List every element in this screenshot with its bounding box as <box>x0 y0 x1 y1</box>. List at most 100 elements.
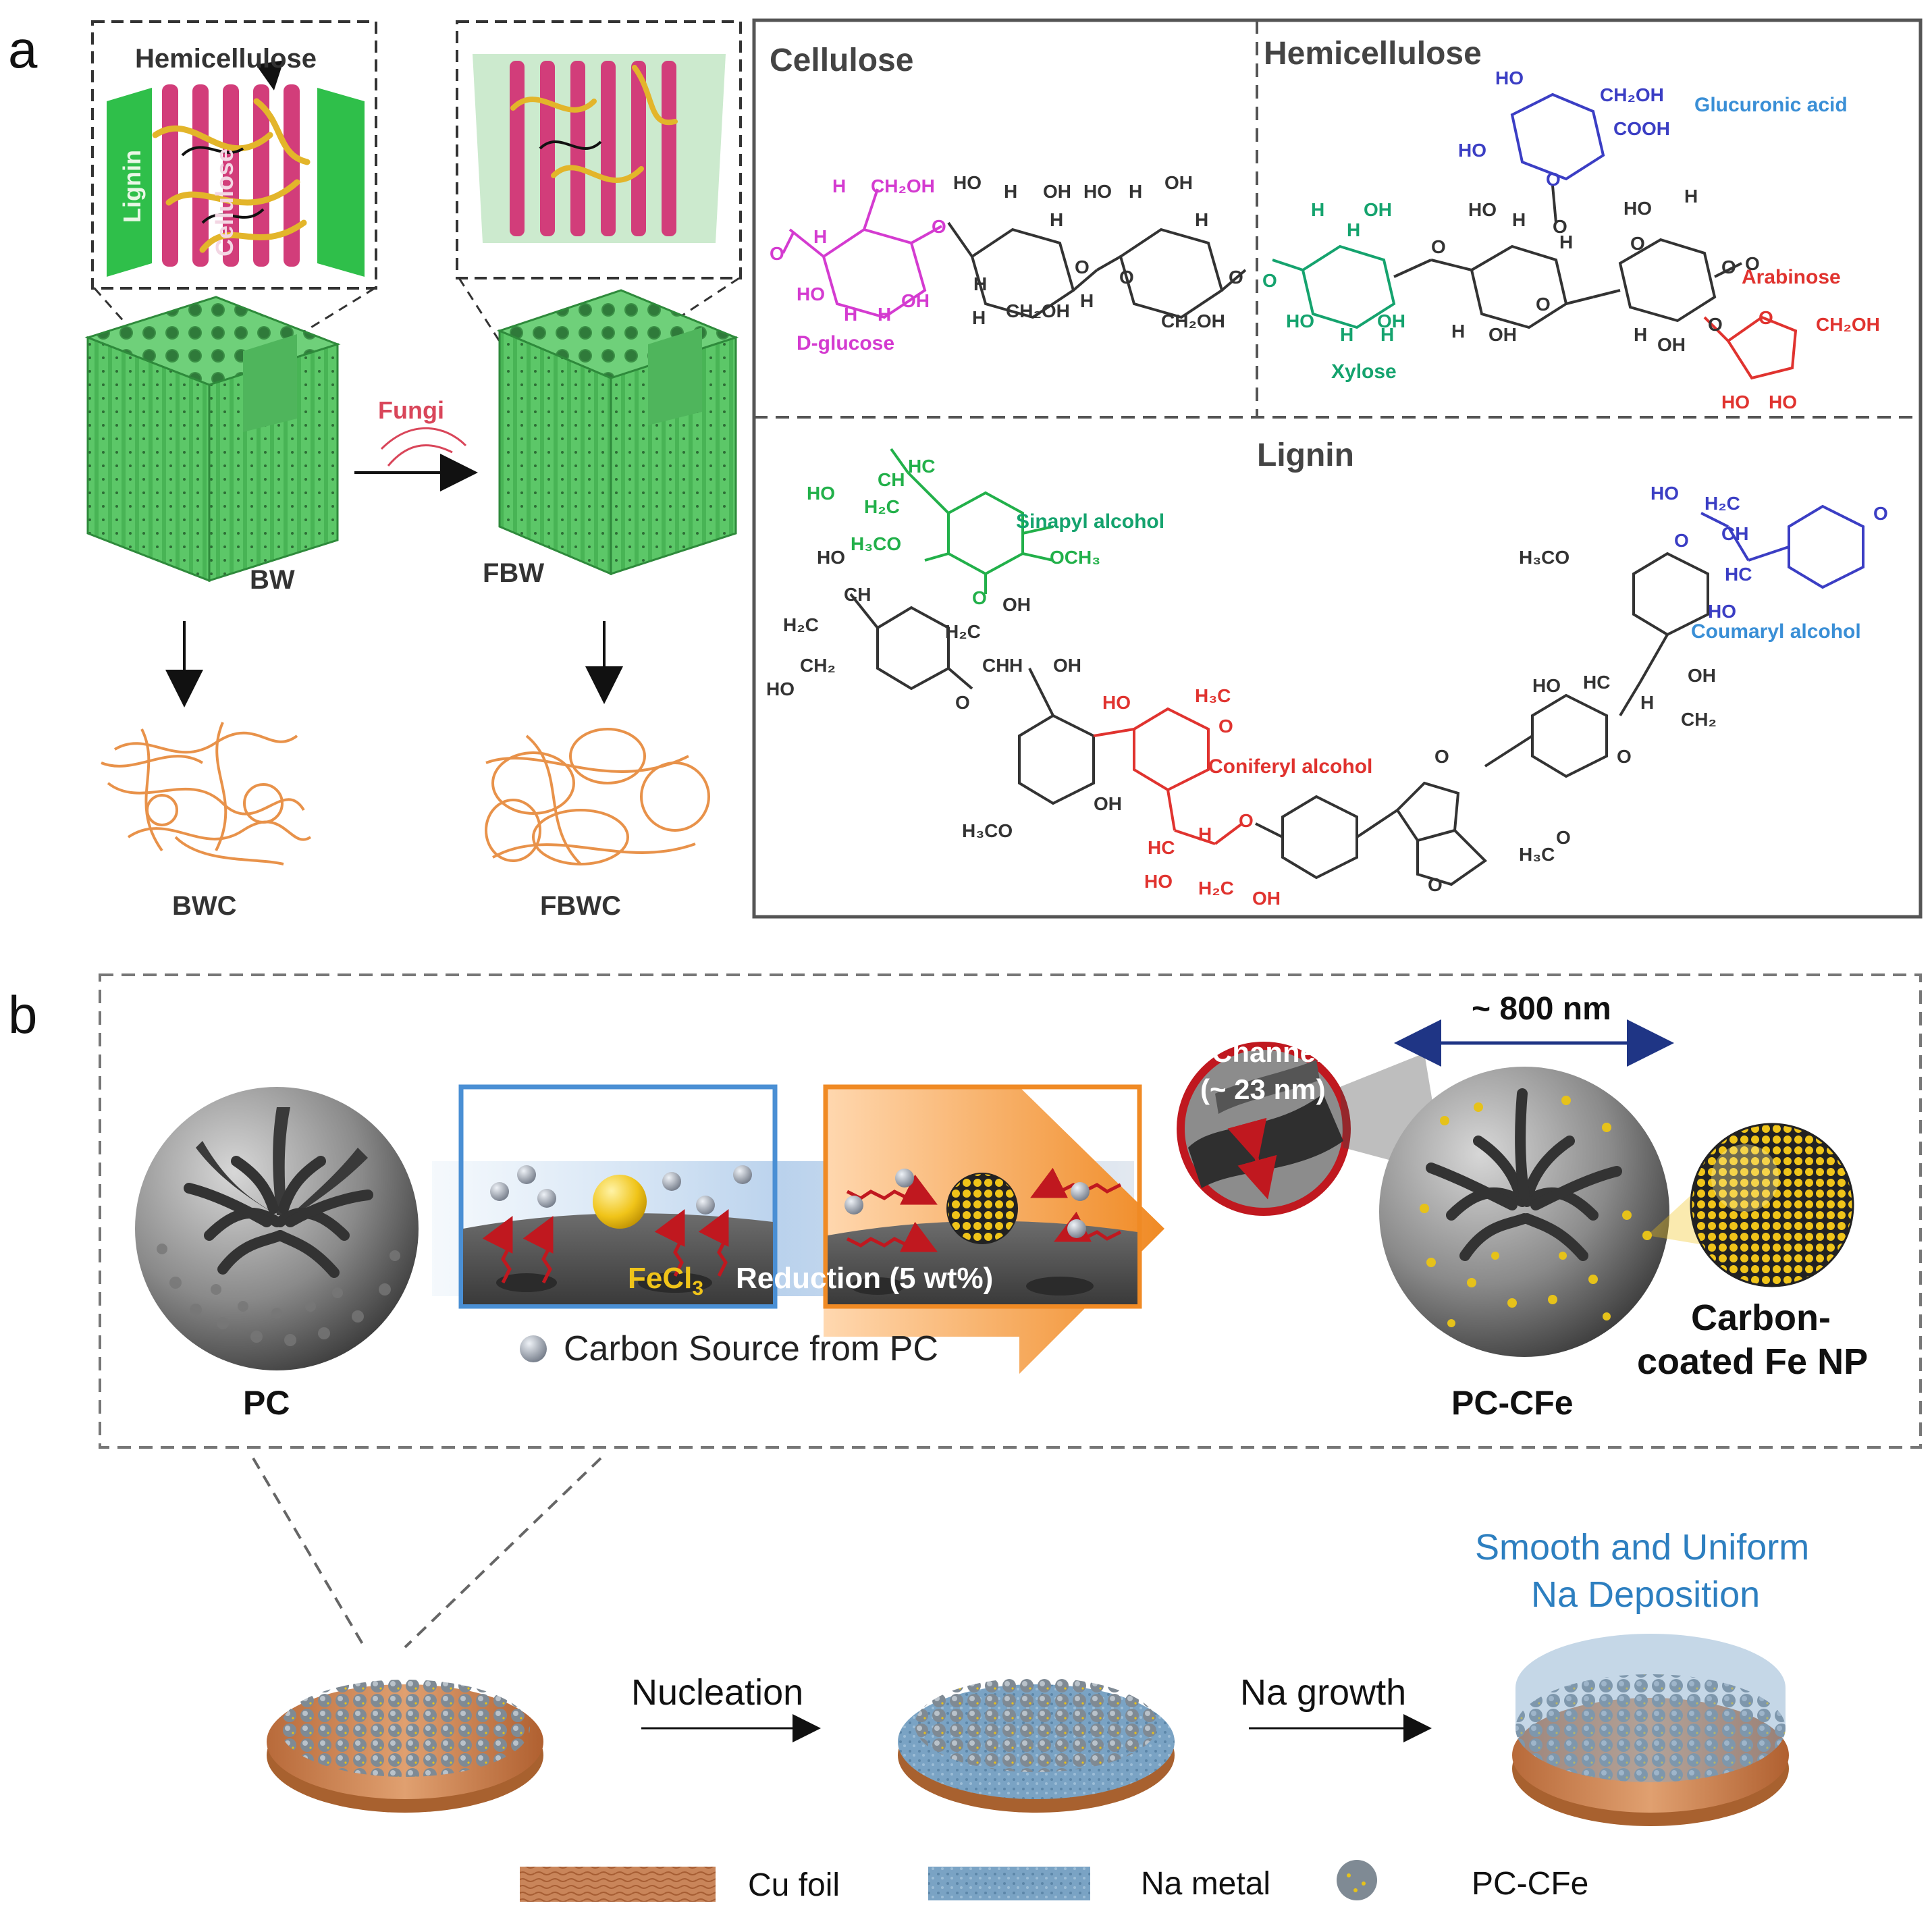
svg-text:HO: HO <box>807 483 835 504</box>
svg-text:OH: OH <box>1164 172 1193 193</box>
disk-na-nucleation <box>898 1678 1175 1813</box>
svg-text:H: H <box>1640 692 1654 713</box>
reduction-label: Reduction (5 wt%) <box>736 1262 993 1295</box>
svg-text:HC: HC <box>1148 837 1175 858</box>
svg-text:O: O <box>1428 874 1443 895</box>
hemicellulose-inset-label: Hemicellulose <box>135 44 317 74</box>
svg-text:HO: HO <box>1083 181 1112 202</box>
svg-text:HO: HO <box>953 172 982 193</box>
svg-text:OH: OH <box>1252 888 1281 909</box>
carbon-coated-fe-np <box>1690 1123 1854 1287</box>
svg-text:COOH: COOH <box>1613 118 1670 139</box>
svg-text:H: H <box>1512 209 1526 230</box>
hemicellulose-title: Hemicellulose <box>1264 36 1482 72</box>
legend: Cu foil Na metal PC-CFe <box>520 1860 1588 1903</box>
svg-text:CH: CH <box>844 584 871 605</box>
svg-text:H: H <box>844 304 857 325</box>
glucuronic-acid-label: Glucuronic acid <box>1694 94 1848 116</box>
svg-text:HO: HO <box>1458 140 1486 161</box>
svg-text:O: O <box>1546 169 1561 190</box>
svg-text:H: H <box>1634 324 1647 345</box>
svg-text:CH₂OH: CH₂OH <box>871 176 935 196</box>
legend-na-label: Na metal <box>1141 1866 1270 1902</box>
svg-text:H: H <box>1009 655 1023 676</box>
svg-text:HO: HO <box>1144 871 1173 892</box>
svg-text:OH: OH <box>1043 181 1071 202</box>
svg-text:O: O <box>1229 267 1243 288</box>
panel-b-letter: b <box>8 985 37 1044</box>
svg-text:O: O <box>1556 827 1571 848</box>
svg-text:H: H <box>832 176 846 196</box>
coumaryl-alcohol-label: Coumaryl alcohol <box>1691 620 1861 643</box>
svg-text:O: O <box>1239 810 1254 831</box>
svg-text:H₃CO: H₃CO <box>851 533 901 554</box>
svg-text:HO: HO <box>1102 692 1131 713</box>
svg-text:HO: HO <box>1495 68 1524 88</box>
carbon-coated-fe-particle <box>946 1173 1018 1244</box>
disk-cu-pc <box>267 1680 543 1813</box>
svg-text:CH₂OH: CH₂OH <box>1816 314 1880 335</box>
pc-cfe-label: PC-CFe <box>1451 1384 1574 1422</box>
svg-text:H: H <box>1684 186 1698 207</box>
legend-cu-swatch <box>520 1867 716 1902</box>
svg-text:H₃CO: H₃CO <box>962 820 1013 841</box>
svg-text:H: H <box>1195 209 1208 230</box>
fecl3-label: FeCl3 <box>628 1262 703 1300</box>
svg-text:H: H <box>1050 209 1063 230</box>
svg-text:CH₂: CH₂ <box>800 655 836 676</box>
svg-text:H₂C: H₂C <box>783 614 819 635</box>
svg-text:H: H <box>1451 321 1465 342</box>
legend-cu-label: Cu foil <box>748 1867 840 1903</box>
pc-sphere <box>135 1087 419 1370</box>
svg-text:OH: OH <box>1488 324 1517 345</box>
svg-text:HO: HO <box>817 547 845 568</box>
svg-text:HO: HO <box>1286 311 1314 331</box>
na-growth-label: Na growth <box>1240 1672 1406 1713</box>
np-label-line2: coated Fe NP <box>1637 1341 1868 1382</box>
bw-label: BW <box>250 565 295 595</box>
svg-text:HO: HO <box>1721 392 1750 412</box>
np-label-line1: Carbon- <box>1691 1298 1831 1338</box>
svg-text:H: H <box>1004 181 1017 202</box>
svg-text:HC: HC <box>1583 672 1610 693</box>
svg-text:HO: HO <box>1769 392 1797 412</box>
fecl3-particle <box>593 1175 647 1229</box>
svg-text:CH₂OH: CH₂OH <box>1161 311 1225 331</box>
fecl3-step-box <box>458 1084 778 1309</box>
zoom-line-b-right <box>404 1457 602 1649</box>
panel-b-dashed-frame <box>99 973 1922 1449</box>
carbon-source-label: Carbon Source from PC <box>564 1329 938 1368</box>
xylose-label: Xylose <box>1331 361 1397 383</box>
svg-text:H: H <box>878 304 891 325</box>
svg-text:O: O <box>1434 746 1449 767</box>
pc-cfe-sphere <box>1379 1067 1669 1357</box>
disk-na-deposition <box>1512 1634 1789 1826</box>
svg-text:OH: OH <box>1377 311 1405 331</box>
svg-text:O: O <box>1674 530 1689 551</box>
svg-text:HO: HO <box>1532 675 1561 696</box>
fungi-label: Fungi <box>378 396 444 424</box>
svg-text:O: O <box>1873 503 1888 524</box>
fbw-wood-block <box>496 289 739 576</box>
wood-inset-right <box>456 20 742 279</box>
reduction-step-box <box>823 1084 1142 1309</box>
svg-text:O: O <box>770 243 784 264</box>
carbon-source-legend-ball <box>520 1335 547 1362</box>
svg-text:H₃C: H₃C <box>1195 685 1231 706</box>
smooth-label-line2: Na Deposition <box>1531 1574 1760 1615</box>
lignin-inset-label: Lignin <box>118 150 146 223</box>
svg-text:OH: OH <box>901 290 930 311</box>
channel-label: Channel <box>1212 1036 1324 1068</box>
legend-pc-cfe-swatch <box>1337 1860 1377 1900</box>
hemicellulose-groups: HO CH₂OH COOH HO O H OH H O HO H H OH HO… <box>1262 68 1880 412</box>
svg-text:H₂C: H₂C <box>1198 878 1234 899</box>
cellulose-groups: H CH₂OH O H O HO H H OH HO H OH HO H OH … <box>770 172 1243 331</box>
svg-text:O: O <box>1759 307 1773 328</box>
svg-text:HC: HC <box>1725 564 1752 585</box>
coniferyl-alcohol-label: Coniferyl alcohol <box>1208 755 1372 778</box>
svg-text:H: H <box>1129 181 1142 202</box>
sinapyl-alcohol-label: Sinapyl alcohol <box>1016 510 1164 533</box>
svg-text:H: H <box>1559 232 1573 252</box>
svg-text:O: O <box>1721 257 1736 277</box>
svg-text:O: O <box>1431 236 1446 257</box>
